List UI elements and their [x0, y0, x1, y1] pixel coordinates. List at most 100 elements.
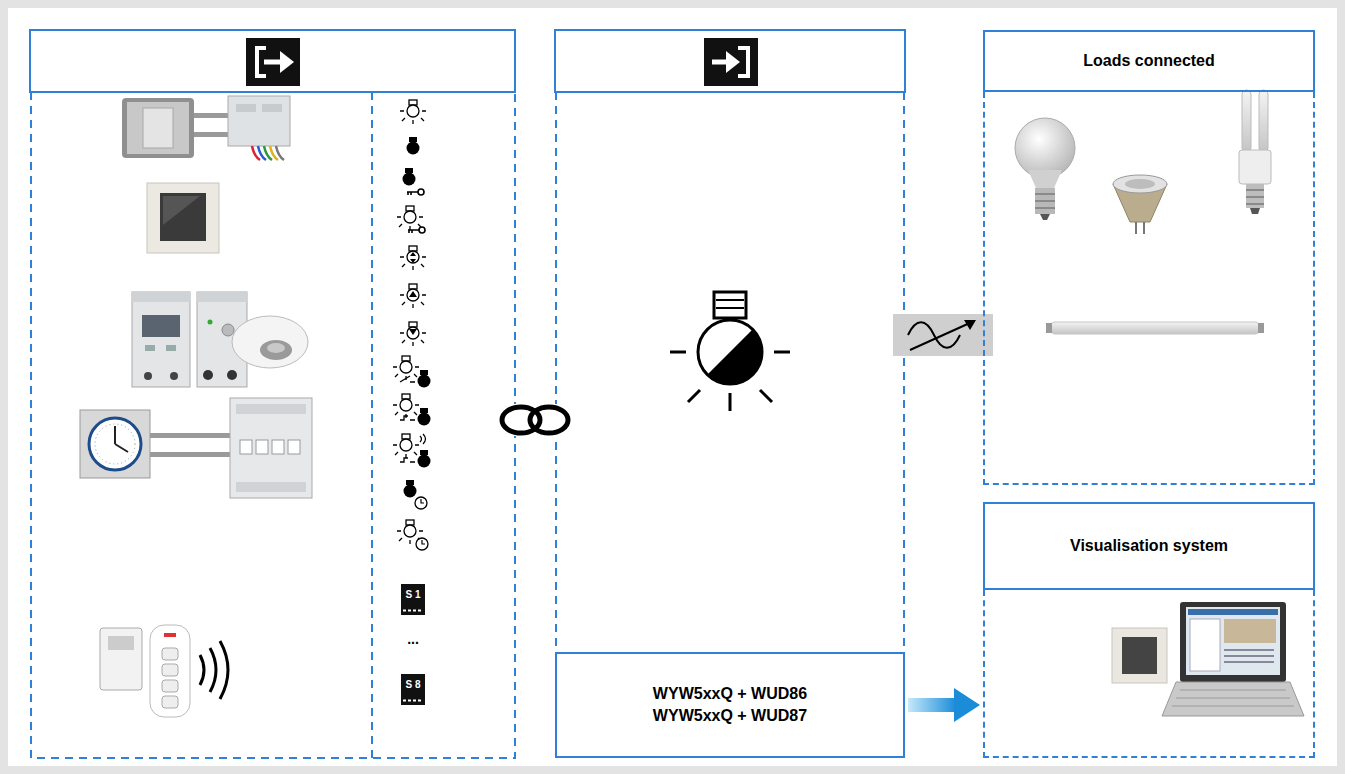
drawing-part	[409, 291, 417, 297]
drawing-part	[418, 450, 431, 468]
drawing-part	[1035, 188, 1055, 214]
drawing-part	[236, 404, 306, 414]
drawing-part	[393, 434, 419, 458]
drawing-part	[145, 345, 155, 351]
drawing-part	[530, 407, 568, 433]
drawing-part	[1250, 208, 1260, 214]
drawing-part	[194, 132, 230, 137]
drawing-part	[260, 340, 292, 360]
drawing-part	[1040, 214, 1050, 220]
drawing-part	[132, 292, 190, 302]
drawing-part	[400, 416, 415, 420]
drawing-part	[264, 60, 282, 65]
panel-header: Loads connected	[983, 30, 1315, 92]
drawing-part	[1224, 619, 1276, 643]
drawing-part	[404, 480, 417, 498]
drawing-part	[127, 102, 189, 154]
drawing-part	[408, 227, 425, 233]
drawing-part	[908, 705, 956, 706]
drawing-part	[170, 372, 178, 380]
drawing-part	[403, 168, 416, 186]
drawing-part	[162, 664, 178, 676]
scene-number: S 1	[401, 587, 425, 603]
drawing-part	[108, 636, 134, 650]
drawing-part	[228, 96, 290, 146]
drawing-part	[409, 329, 417, 335]
drawing-part	[908, 322, 960, 348]
drawing-part	[142, 315, 180, 337]
drawing-part	[1172, 690, 1294, 706]
drawing-part	[1035, 194, 1055, 208]
drawing-part	[415, 497, 427, 509]
drawing-part	[690, 312, 770, 392]
panel-header: Visualisation system	[983, 502, 1315, 590]
drawing-part	[162, 680, 178, 692]
drawing-part	[407, 137, 420, 155]
drawing-part	[1180, 602, 1286, 682]
drawing-part	[147, 183, 219, 253]
thermostat-display	[147, 183, 219, 253]
product-reference: WYW5xxQ + WUD86 WYW5xxQ + WUD87	[643, 683, 818, 726]
drawing-part	[401, 674, 425, 696]
ellipsis-mark: ...	[398, 630, 428, 648]
drawing-part	[1224, 650, 1274, 662]
drawing-part	[100, 628, 142, 690]
drawing-part	[698, 320, 762, 384]
drawing-part	[222, 324, 234, 336]
drawing-part	[1162, 682, 1304, 716]
panel-region	[983, 92, 1315, 485]
drawing-part	[400, 284, 426, 308]
dimming-symbol	[893, 314, 993, 356]
drawing-part	[497, 404, 573, 436]
scene-number: S 8	[401, 677, 425, 693]
drawing-part	[256, 440, 268, 454]
drawing-part	[122, 98, 194, 158]
drawing-part	[95, 424, 135, 464]
drawing-part	[714, 292, 746, 318]
drawing-part	[30, 30, 515, 92]
drawing-part	[1239, 150, 1271, 184]
drawing-part	[203, 370, 213, 380]
product-box: WYW5xxQ + WUD86 WYW5xxQ + WUD87	[555, 652, 905, 758]
drawing-part	[416, 538, 428, 550]
drawing-part	[236, 104, 256, 112]
drawing-part	[162, 648, 178, 660]
drawing-part	[197, 292, 247, 302]
panel-title: Loads connected	[1083, 50, 1215, 72]
dimmer-lamp	[670, 292, 790, 411]
drawing-part	[262, 104, 282, 112]
input-icon	[704, 38, 758, 86]
flow-arrow	[908, 698, 956, 712]
drawing-part	[163, 196, 200, 225]
drawing-part	[670, 352, 790, 411]
drawing-part	[208, 320, 213, 325]
drawing-part	[288, 440, 300, 454]
drawing-part	[240, 440, 252, 454]
drawing-part	[1258, 323, 1264, 333]
drawing-part	[230, 398, 312, 498]
drawing-part	[400, 458, 415, 462]
drawing-part	[1246, 190, 1264, 204]
drawing-part	[1015, 118, 1075, 178]
drawing-part	[160, 193, 206, 241]
drawing-part	[403, 610, 423, 612]
drawing-part	[1190, 619, 1220, 671]
drawing-part	[1122, 637, 1157, 674]
drawing-part	[246, 38, 300, 86]
drawing-part	[162, 696, 178, 708]
visualisation-devices	[1112, 602, 1304, 716]
drawing-part	[1050, 322, 1260, 334]
drawing-part	[407, 189, 424, 195]
drawing-part	[716, 300, 744, 308]
column-outlines	[30, 30, 905, 758]
drawing-part	[712, 60, 728, 65]
drawing-part	[115, 426, 128, 452]
drawing-part	[401, 696, 425, 705]
drawing-part	[401, 606, 425, 615]
drawing-part	[150, 452, 230, 457]
radio-remote	[100, 625, 228, 717]
